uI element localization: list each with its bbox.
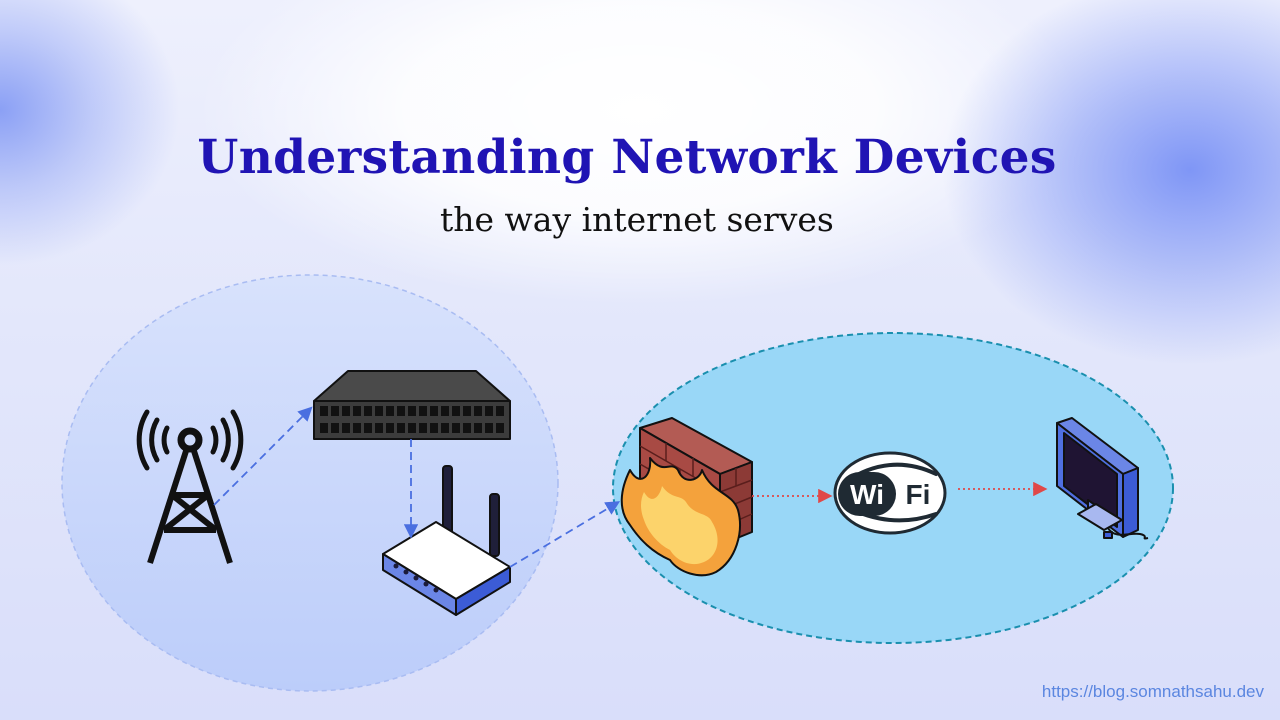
- switch-port: [430, 423, 438, 433]
- wireless-router-icon: [382, 465, 511, 616]
- network-switch-icon: [313, 370, 511, 440]
- switch-port: [485, 423, 493, 433]
- page-subtitle: the way internet serves: [440, 200, 834, 239]
- switch-port: [331, 406, 339, 416]
- switch-port: [353, 406, 361, 416]
- switch-port: [419, 423, 427, 433]
- tower-to-switch-arrow: [213, 406, 313, 506]
- switch-port: [408, 423, 416, 433]
- switch-port: [375, 423, 383, 433]
- switch-port: [397, 423, 405, 433]
- local-zone: [61, 274, 559, 692]
- switch-port: [342, 406, 350, 416]
- switch-port: [364, 406, 372, 416]
- firewall-icon: [620, 417, 753, 577]
- switch-port: [419, 406, 427, 416]
- switch-port: [353, 423, 361, 433]
- switch-port: [408, 406, 416, 416]
- connections: [213, 406, 1048, 568]
- switch-port: [452, 406, 460, 416]
- switch-port: [496, 423, 504, 433]
- switch-port: [496, 406, 504, 416]
- wifi-logo-icon: Wi Fi: [833, 451, 947, 535]
- switch-port: [320, 406, 328, 416]
- page-title: Understanding Network Devices: [197, 130, 1057, 185]
- router-to-firewall-arrow: [509, 501, 621, 568]
- footer-link[interactable]: https://blog.somnathsahu.dev: [1041, 682, 1264, 701]
- switch-port: [441, 423, 449, 433]
- switch-port: [331, 423, 339, 433]
- switch-port: [452, 423, 460, 433]
- monitor-icon: [1056, 417, 1149, 540]
- wifi-logo-left-text: Wi: [850, 479, 884, 510]
- switch-port: [386, 423, 394, 433]
- switch-port: [463, 406, 471, 416]
- switch-port: [342, 423, 350, 433]
- switch-port: [474, 406, 482, 416]
- switch-port: [430, 406, 438, 416]
- switch-port: [474, 423, 482, 433]
- switch-port: [397, 406, 405, 416]
- switch-port: [386, 406, 394, 416]
- switch-port: [485, 406, 493, 416]
- cell-tower-icon: [136, 409, 244, 564]
- wifi-logo-right-text: Fi: [906, 479, 931, 510]
- switch-port: [375, 406, 383, 416]
- switch-port: [463, 423, 471, 433]
- switch-port: [364, 423, 372, 433]
- switch-port: [320, 423, 328, 433]
- switch-port: [441, 406, 449, 416]
